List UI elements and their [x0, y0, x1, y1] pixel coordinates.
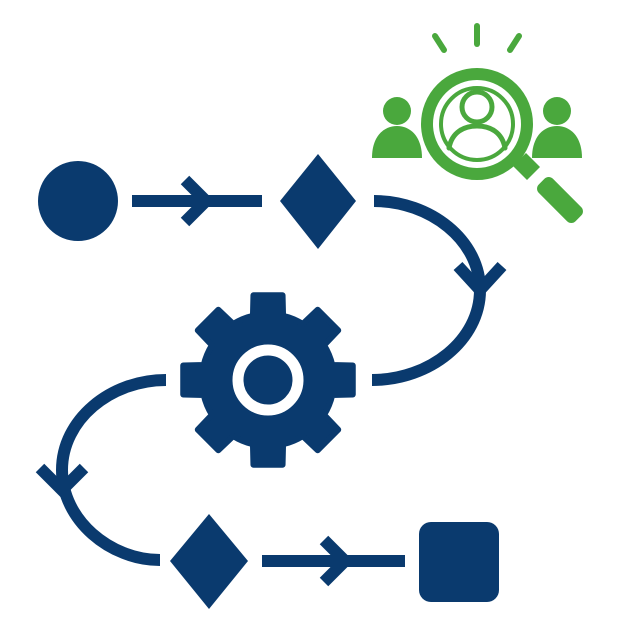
highlight-rays [432, 23, 522, 53]
side-person-right [532, 97, 582, 158]
side-person-left [372, 97, 422, 158]
arrowhead-top [180, 175, 215, 227]
start-circle-icon [38, 161, 118, 241]
magnifier-handle [513, 153, 583, 223]
connector-left-curve [55, 374, 167, 566]
search-people-icon [372, 23, 583, 223]
center-person [439, 86, 515, 162]
magnifier-ring [421, 68, 533, 180]
arrowhead-right [453, 261, 507, 299]
arrowhead-left [35, 463, 89, 499]
arrowhead-bottom [319, 535, 354, 587]
end-square-icon [419, 522, 499, 602]
gear-hole-ring [232, 344, 304, 416]
decision-diamond-icon-bottom [170, 514, 248, 609]
gear-body [180, 292, 356, 468]
decision-diamond-icon [280, 154, 356, 249]
connector-right-curve [371, 195, 487, 386]
gear-icon [180, 292, 356, 468]
